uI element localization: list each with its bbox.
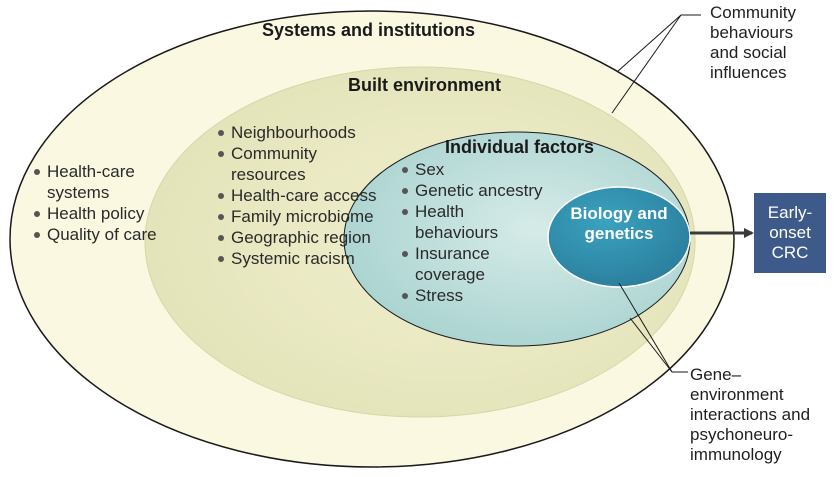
connector-gene-env-individual	[629, 317, 673, 373]
community-influences-note: Community behaviours and social influenc…	[710, 3, 796, 82]
individual-factors-list: Sex Genetic ancestry Health behaviours I…	[401, 159, 551, 306]
list-item: Sex	[401, 159, 551, 180]
built-environment-title: Built environment	[348, 75, 502, 95]
biology-genetics-label: Biology and genetics	[570, 204, 668, 243]
list-item: Health-care systems	[33, 161, 158, 203]
outcome-line: onset	[769, 223, 811, 242]
biology-genetics-ellipse	[547, 186, 691, 288]
individual-factors-title: Individual factors	[445, 137, 595, 157]
list-item: Stress	[401, 285, 551, 306]
list-item: Quality of care	[33, 224, 158, 245]
connector-gene-env-core	[618, 282, 673, 373]
systems-list: Health-care systems Health policy Qualit…	[33, 161, 158, 245]
list-item: Systemic racism	[217, 248, 385, 269]
list-item: Family microbiome	[217, 206, 385, 227]
early-onset-crc-box: Early- onset CRC	[754, 193, 826, 273]
connector-community-outer	[616, 14, 682, 73]
gene-environment-note: Gene–environment interactions and psycho…	[690, 365, 811, 464]
list-item: Health behaviours	[401, 201, 551, 243]
outcome-line: Early-	[767, 203, 813, 222]
list-item: Insurance coverage	[401, 243, 551, 285]
list-item: Neighbourhoods	[217, 122, 385, 143]
connector-community-middle	[611, 14, 682, 114]
list-item: Genetic ancestry	[401, 180, 551, 201]
list-item: Health policy	[33, 203, 158, 224]
outcome-line: CRC	[771, 243, 809, 262]
systems-title: Systems and institutions	[262, 20, 476, 40]
list-item: Health-care access	[217, 185, 385, 206]
list-item: Geographic region	[217, 227, 385, 248]
list-item: Community resources	[217, 143, 385, 185]
built-environment-list: Neighbourhoods Community resources Healt…	[217, 122, 385, 269]
